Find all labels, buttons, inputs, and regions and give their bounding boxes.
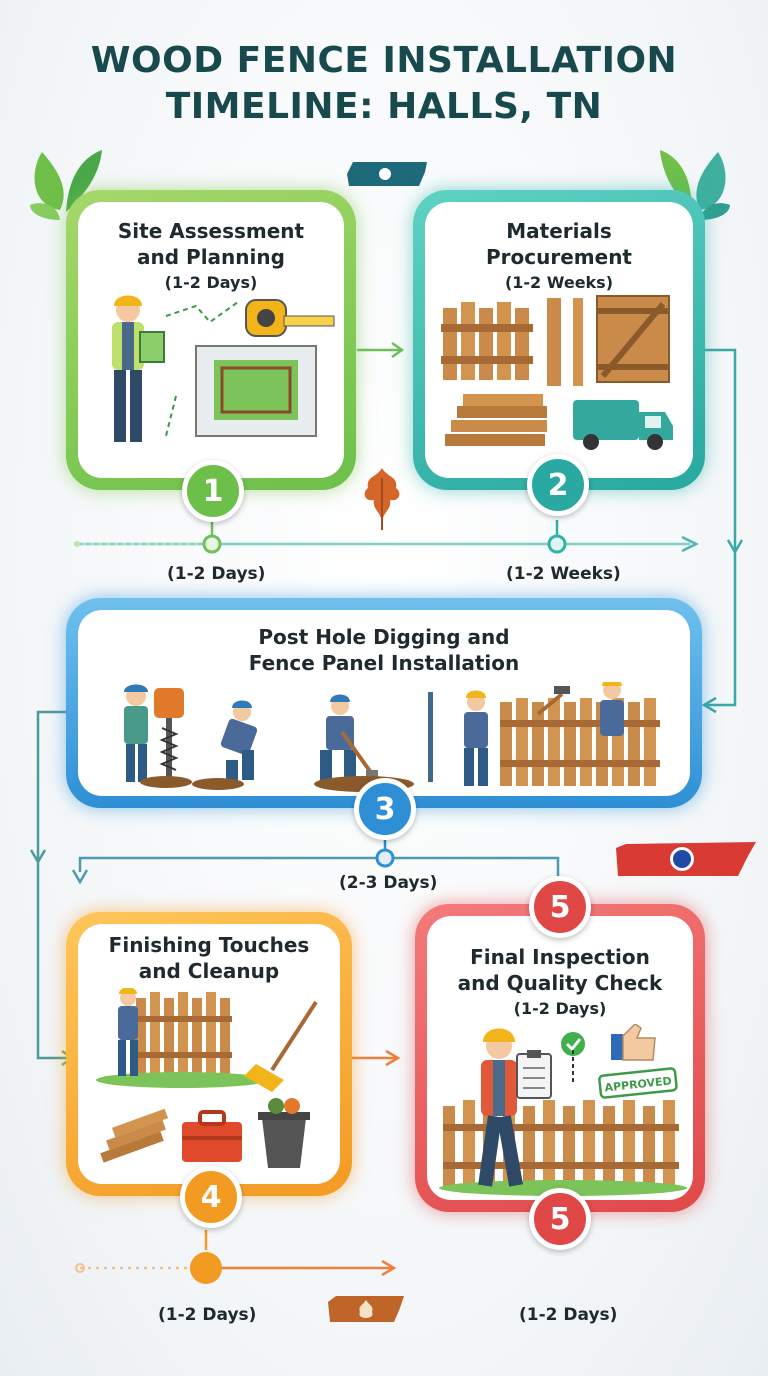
step-1-title-line1: Site Assessment [117,219,305,243]
oak-leaf-icon [364,468,400,530]
worker-icon [220,700,258,784]
post-icon [547,298,561,386]
worker-icon [124,684,148,782]
tennessee-map-icon [328,1296,404,1322]
step-2-duration-label: (1-2 Weeks) [506,564,621,584]
worker-icon [112,295,165,442]
lumber-icon [445,394,547,446]
page-title-line1: WOOD FENCE INSTALLATION [90,40,678,81]
approved-stamp: APPROVED [598,1067,678,1099]
clipboard-icon [516,1050,552,1099]
step-4-badge: 4 [180,1166,242,1228]
step-2-title-line2: Procurement [486,245,632,269]
gate-icon [596,295,670,383]
tape-measure-icon [245,299,335,337]
tennessee-map-icon [347,162,427,186]
step-2-badge: 2 [527,454,589,516]
worker-icon [600,682,624,736]
thumbs-up-icon [611,1024,656,1061]
truck-icon [573,400,673,450]
step-2-duration: (1-2 Weeks) [504,273,614,292]
hammer-icon [536,686,570,716]
step-1-title-line2: and Planning [137,245,285,269]
toolbox-icon [182,1110,242,1162]
fence-panel-icon [441,302,533,380]
step-3-badge: 3 [354,778,416,840]
step-card-4: Finishing Touches and Cleanup [66,912,352,1196]
step-card-1: Site Assessment and Planning (1-2 Days) [66,190,356,490]
step-2-title-line1: Materials [506,219,612,243]
worker-icon [320,694,356,780]
auger-icon [154,688,184,782]
worker-icon [464,690,488,786]
step-5-badge: 5 [529,1188,591,1250]
fence-panel-icon [500,698,660,786]
worker-icon [118,988,138,1076]
step-5-duration: (1-2 Days) [513,999,607,1018]
step-3-duration-label: (2-3 Days) [339,873,438,893]
worker-icon [478,1028,523,1187]
site-plan-icon [195,345,317,437]
step-4-duration-label: (1-2 Days) [158,1305,257,1325]
leaf-icon [30,150,102,220]
step-3-title-line1: Post Hole Digging and [258,625,510,649]
step-card-5: Final Inspection and Quality Check (1-2 … [415,904,705,1212]
step-5-duration-label: (1-2 Days) [519,1305,618,1325]
broom-icon [244,1000,318,1092]
checkmark-icon [561,1032,585,1056]
step-3-title-line2: Fence Panel Installation [248,651,520,675]
fence-panel-icon [136,992,232,1076]
step-5-badge-top: 5 [529,876,591,938]
step-1-duration: (1-2 Days) [164,273,258,292]
page-title-line2: TIMELINE: HALLS, TN [165,86,603,127]
step-4-title-line2: and Cleanup [138,959,280,983]
step-5-title-line1: Final Inspection [470,945,650,969]
trash-can-icon [258,1098,310,1168]
post-icon [573,298,583,386]
step-card-2: Materials Procurement (1-2 Weeks) [413,190,705,490]
step-card-3: Post Hole Digging and Fence Panel Instal… [66,598,702,808]
step-5-title-line2: and Quality Check [457,971,663,995]
fence-panel-icon [443,1100,679,1186]
lumber-icon [100,1108,169,1163]
post-icon [428,692,433,782]
tennessee-map-icon [616,842,756,876]
step-1-badge: 1 [182,460,244,522]
step-4-title-line1: Finishing Touches [108,933,310,957]
step-1-duration-label: (1-2 Days) [167,564,266,584]
